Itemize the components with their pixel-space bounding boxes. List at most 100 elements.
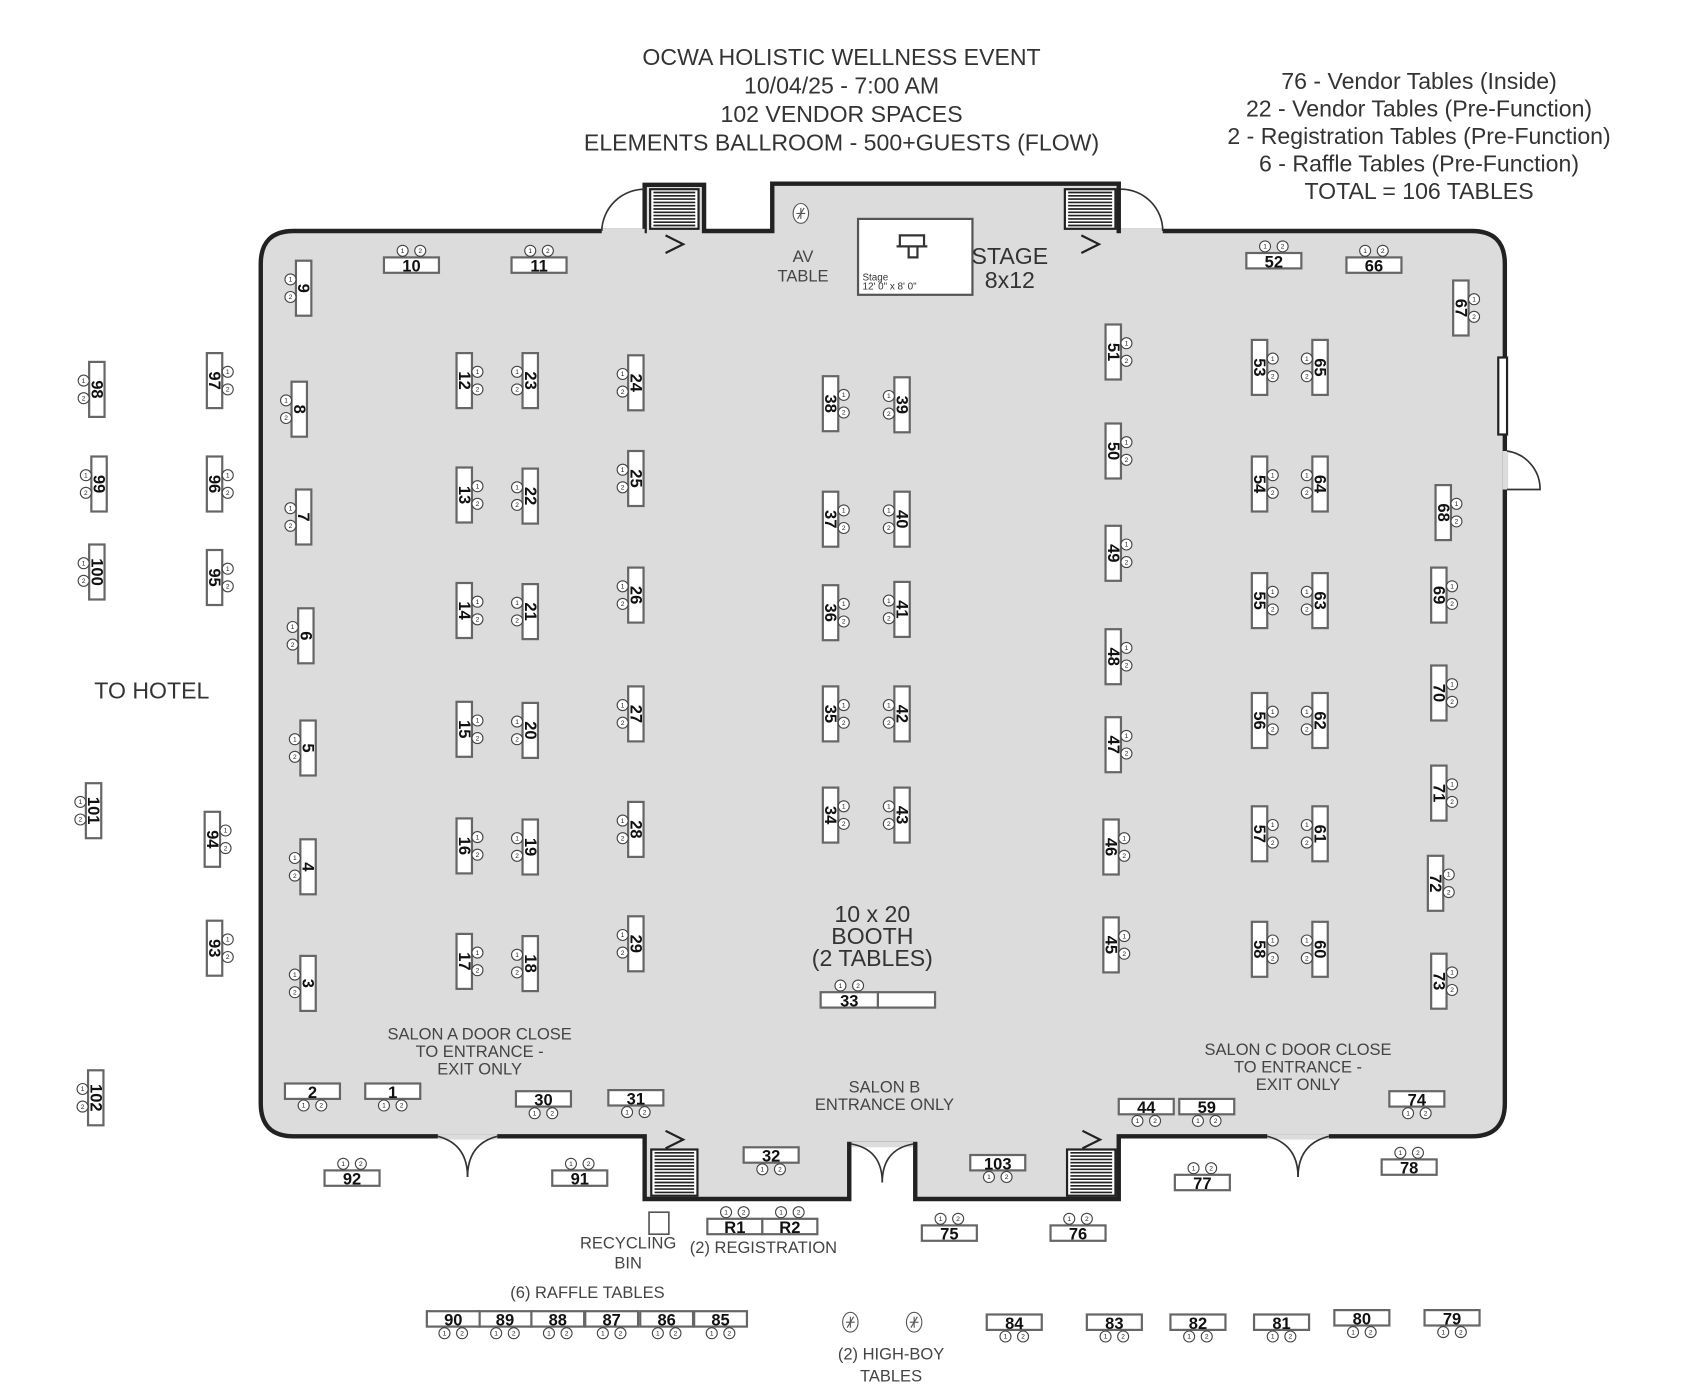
vendor-table-4[interactable]: 412: [288, 838, 317, 896]
vendor-table-8[interactable]: 812: [279, 380, 309, 438]
vendor-table-6[interactable]: 612: [286, 607, 315, 665]
vendor-table-3[interactable]: 312: [288, 954, 317, 1013]
vendor-table-5[interactable]: 512: [288, 719, 317, 777]
vendor-table-7[interactable]: 712: [284, 488, 313, 546]
vendor-table-9[interactable]: 912: [284, 259, 313, 317]
